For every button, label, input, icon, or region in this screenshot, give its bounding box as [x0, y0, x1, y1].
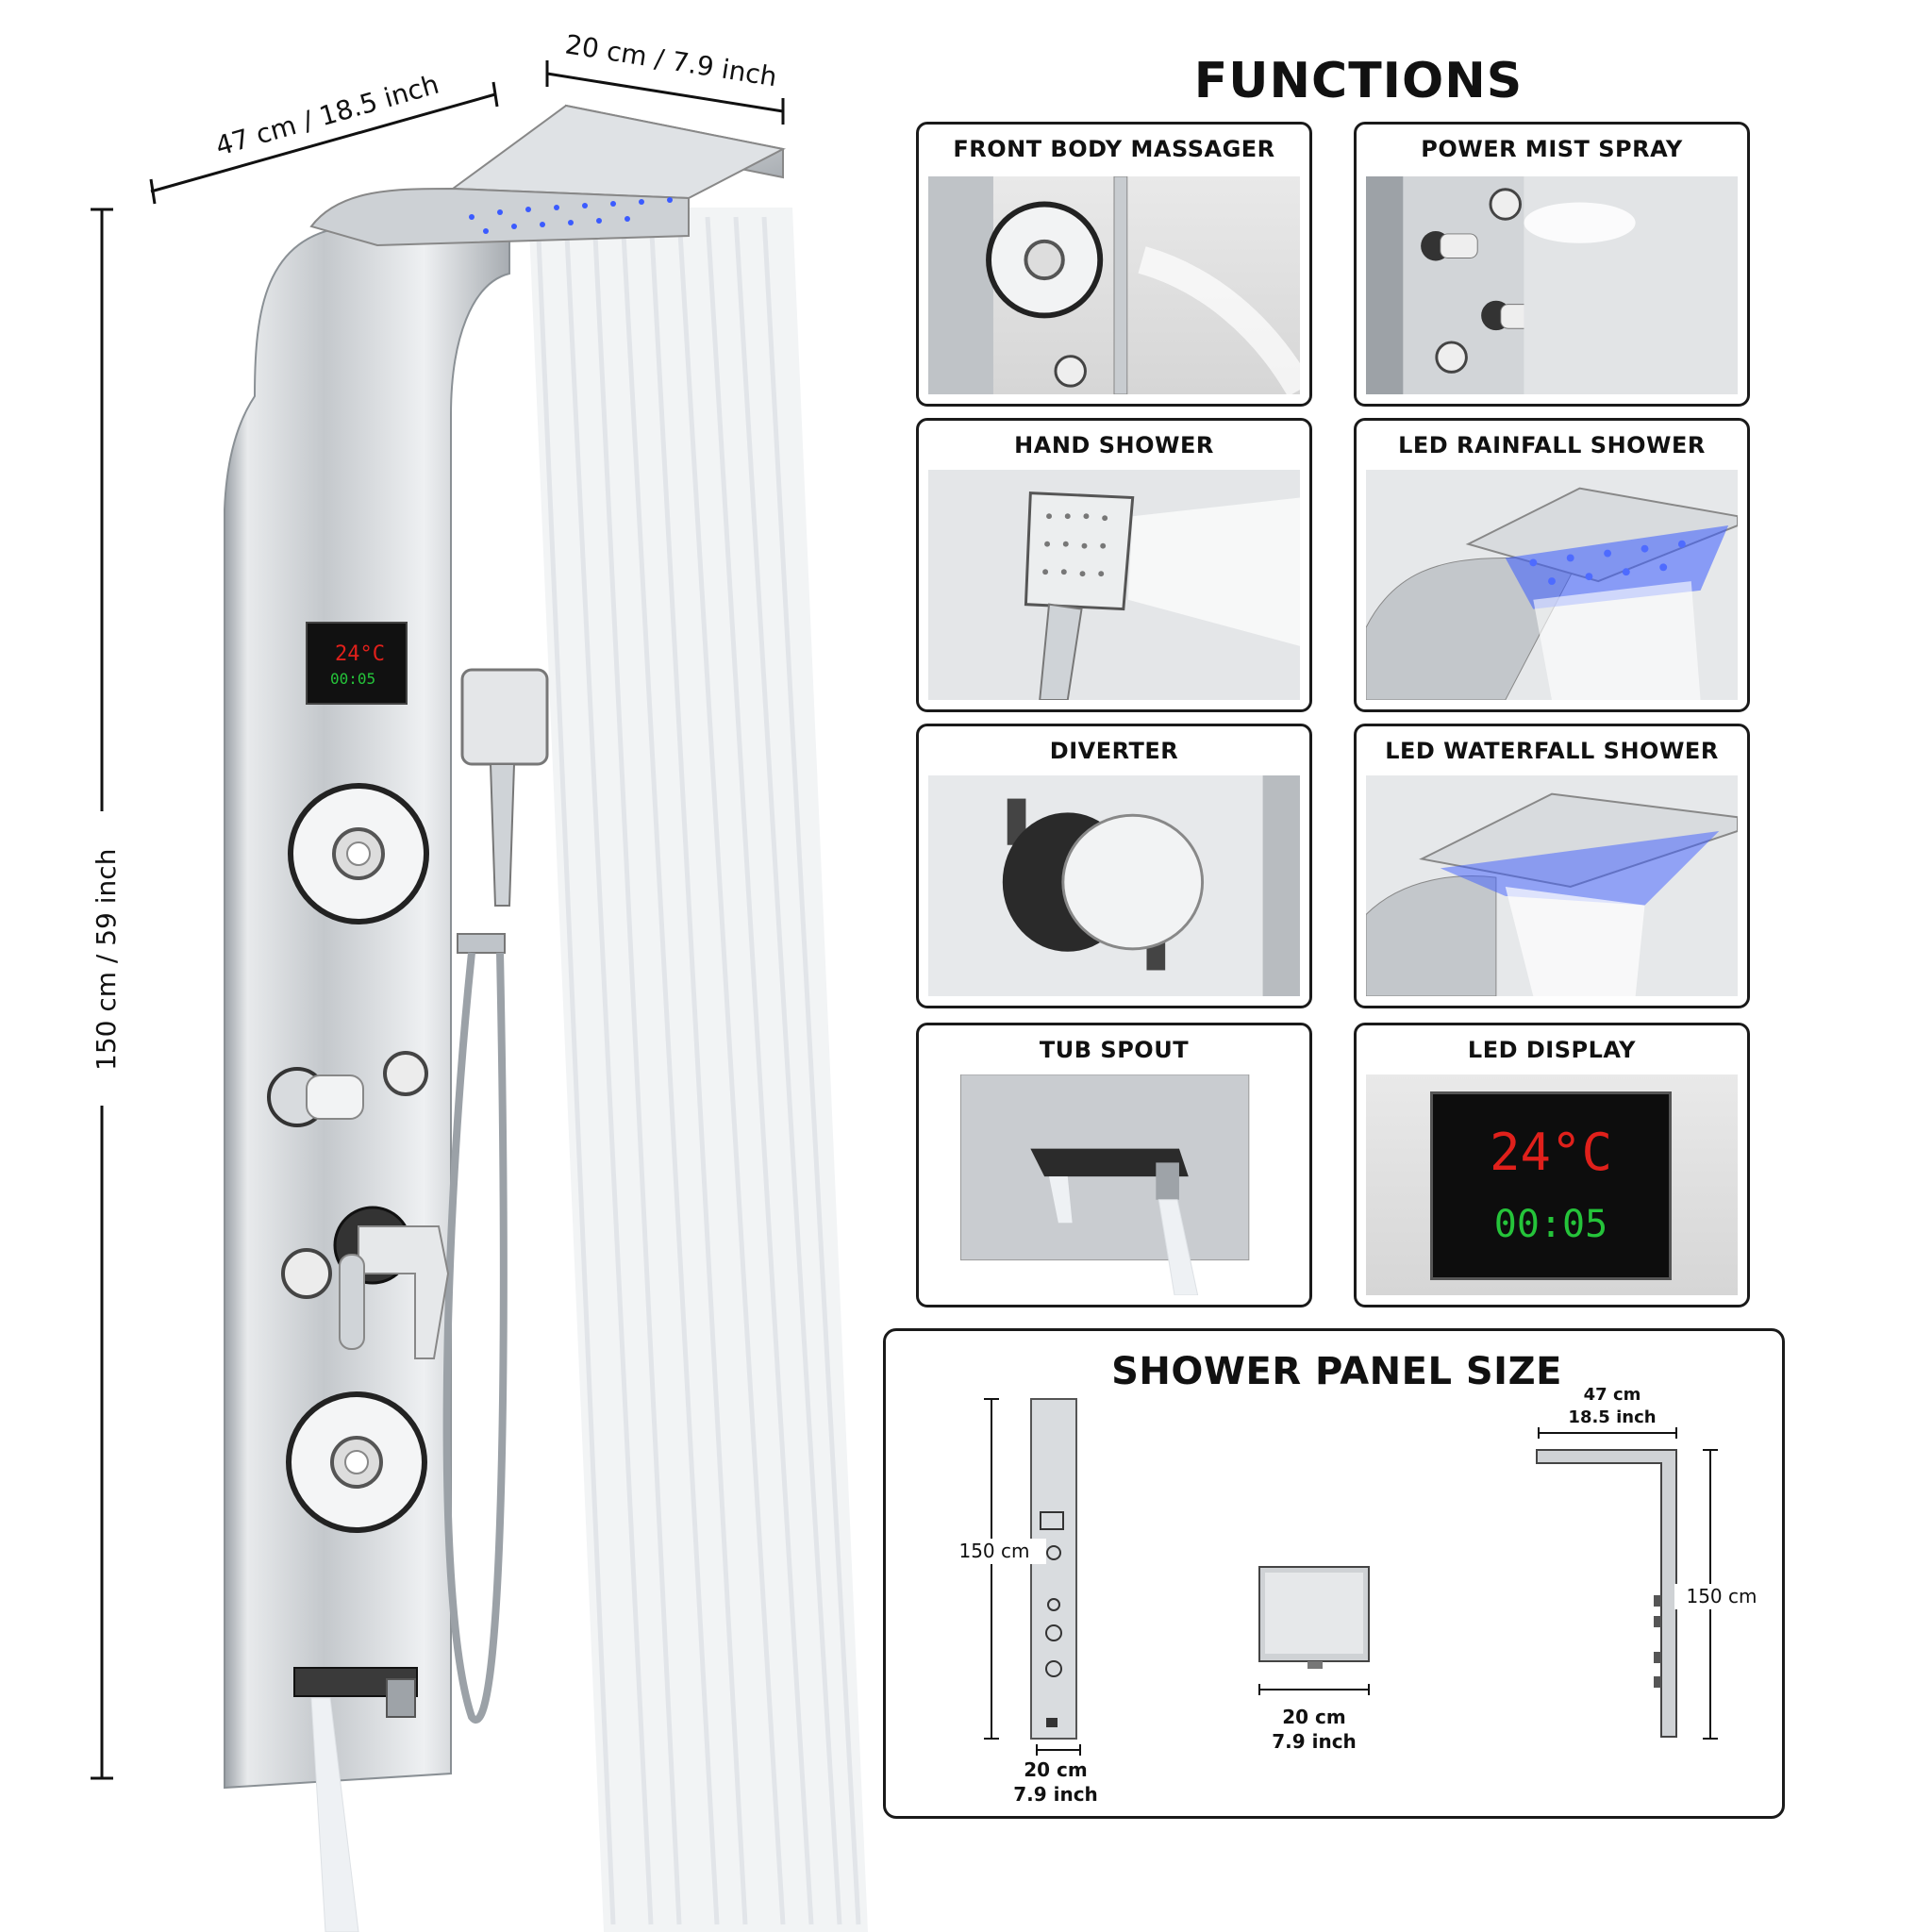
led-display-image: 24°C 00:05: [1366, 1074, 1738, 1295]
card-power-mist-spray: POWER MIST SPRAY: [1354, 122, 1750, 407]
panel-display-temp: 24°C: [335, 642, 385, 666]
body-jet-lower: [286, 1391, 427, 1533]
card-label: DIVERTER: [1049, 738, 1179, 764]
body-jet-small-1: [383, 1051, 428, 1096]
front-width-cm: 20 cm: [1024, 1758, 1088, 1781]
rain-water-streams: [528, 208, 868, 1932]
front-body-massager-image: [928, 176, 1300, 394]
diverter-knob: [267, 1067, 364, 1127]
card-label: LED RAINFALL SHOWER: [1398, 432, 1706, 458]
shower-panel-illustration: 47 cm / 18.5 inch 20 cm / 7.9 inch 150 c…: [91, 28, 868, 1932]
tub-spout: [293, 1667, 418, 1932]
diverter-image: [928, 775, 1300, 996]
card-led-waterfall-shower: LED WATERFALL SHOWER: [1354, 724, 1750, 1008]
card-front-body-massager: FRONT BODY MASSAGER: [916, 122, 1312, 407]
hand-shower: [442, 668, 549, 1724]
panel-display-time: 00:05: [330, 670, 375, 688]
card-label: POWER MIST SPRAY: [1421, 136, 1683, 162]
body-jet-upper: [288, 783, 429, 924]
led-rainfall-shower-image: [1366, 470, 1738, 700]
card-diverter: DIVERTER: [916, 724, 1312, 1008]
top-width-dimension: 47 cm / 18.5 inch: [149, 69, 499, 205]
led-display-screen: 24°C 00:05: [1430, 1091, 1672, 1280]
card-led-display: LED DISPLAY 24°C 00:05: [1354, 1023, 1750, 1307]
card-tub-spout: TUB SPOUT: [916, 1023, 1312, 1307]
card-label: LED WATERFALL SHOWER: [1385, 738, 1719, 764]
card-label: TUB SPOUT: [1039, 1037, 1190, 1063]
led-temp-readout: 24°C: [1489, 1123, 1613, 1182]
card-label: HAND SHOWER: [1014, 432, 1214, 458]
card-hand-shower: HAND SHOWER: [916, 418, 1312, 712]
rain-head: [309, 104, 786, 247]
front-width-in: 7.9 inch: [1013, 1783, 1098, 1806]
height-dimension: 150 cm / 59 inch: [91, 208, 122, 1780]
depth-label: 20 cm / 7.9 inch: [563, 28, 779, 92]
power-mist-spray-image: [1366, 176, 1738, 394]
top-width-label: 47 cm / 18.5 inch: [212, 69, 442, 162]
functions-title: FUNCTIONS: [1193, 53, 1524, 109]
card-led-rainfall-shower: LED RAINFALL SHOWER: [1354, 418, 1750, 712]
led-waterfall-shower-image: [1366, 775, 1738, 996]
side-top-in: 18.5 inch: [1568, 1407, 1657, 1427]
head-width-in: 7.9 inch: [1272, 1730, 1357, 1753]
tub-spout-image: [928, 1074, 1300, 1295]
card-label: FRONT BODY MASSAGER: [953, 136, 1275, 162]
card-label: LED DISPLAY: [1467, 1037, 1637, 1063]
front-view-diagram: [984, 1398, 1718, 1756]
panel-led-display: 24°C 00:05: [306, 622, 408, 705]
panel-body: [224, 225, 510, 1790]
led-time-readout: 00:05: [1493, 1203, 1608, 1246]
front-height-label: 150 cm: [942, 1539, 1046, 1564]
shower-panel-size-box: SHOWER PANEL SIZE 150 cm 20 cm 7.9 i: [883, 1328, 1785, 1819]
height-label: 150 cm / 59 inch: [91, 849, 122, 1071]
side-top-cm: 47 cm: [1583, 1385, 1641, 1405]
side-height-label: 150 cm: [1674, 1584, 1769, 1609]
body-jet-small-2: [281, 1248, 332, 1299]
head-width-cm: 20 cm: [1282, 1706, 1346, 1728]
hand-shower-image: [928, 470, 1300, 700]
panel-size-title: SHOWER PANEL SIZE: [1111, 1350, 1562, 1393]
mixer-handle: [333, 1206, 450, 1359]
